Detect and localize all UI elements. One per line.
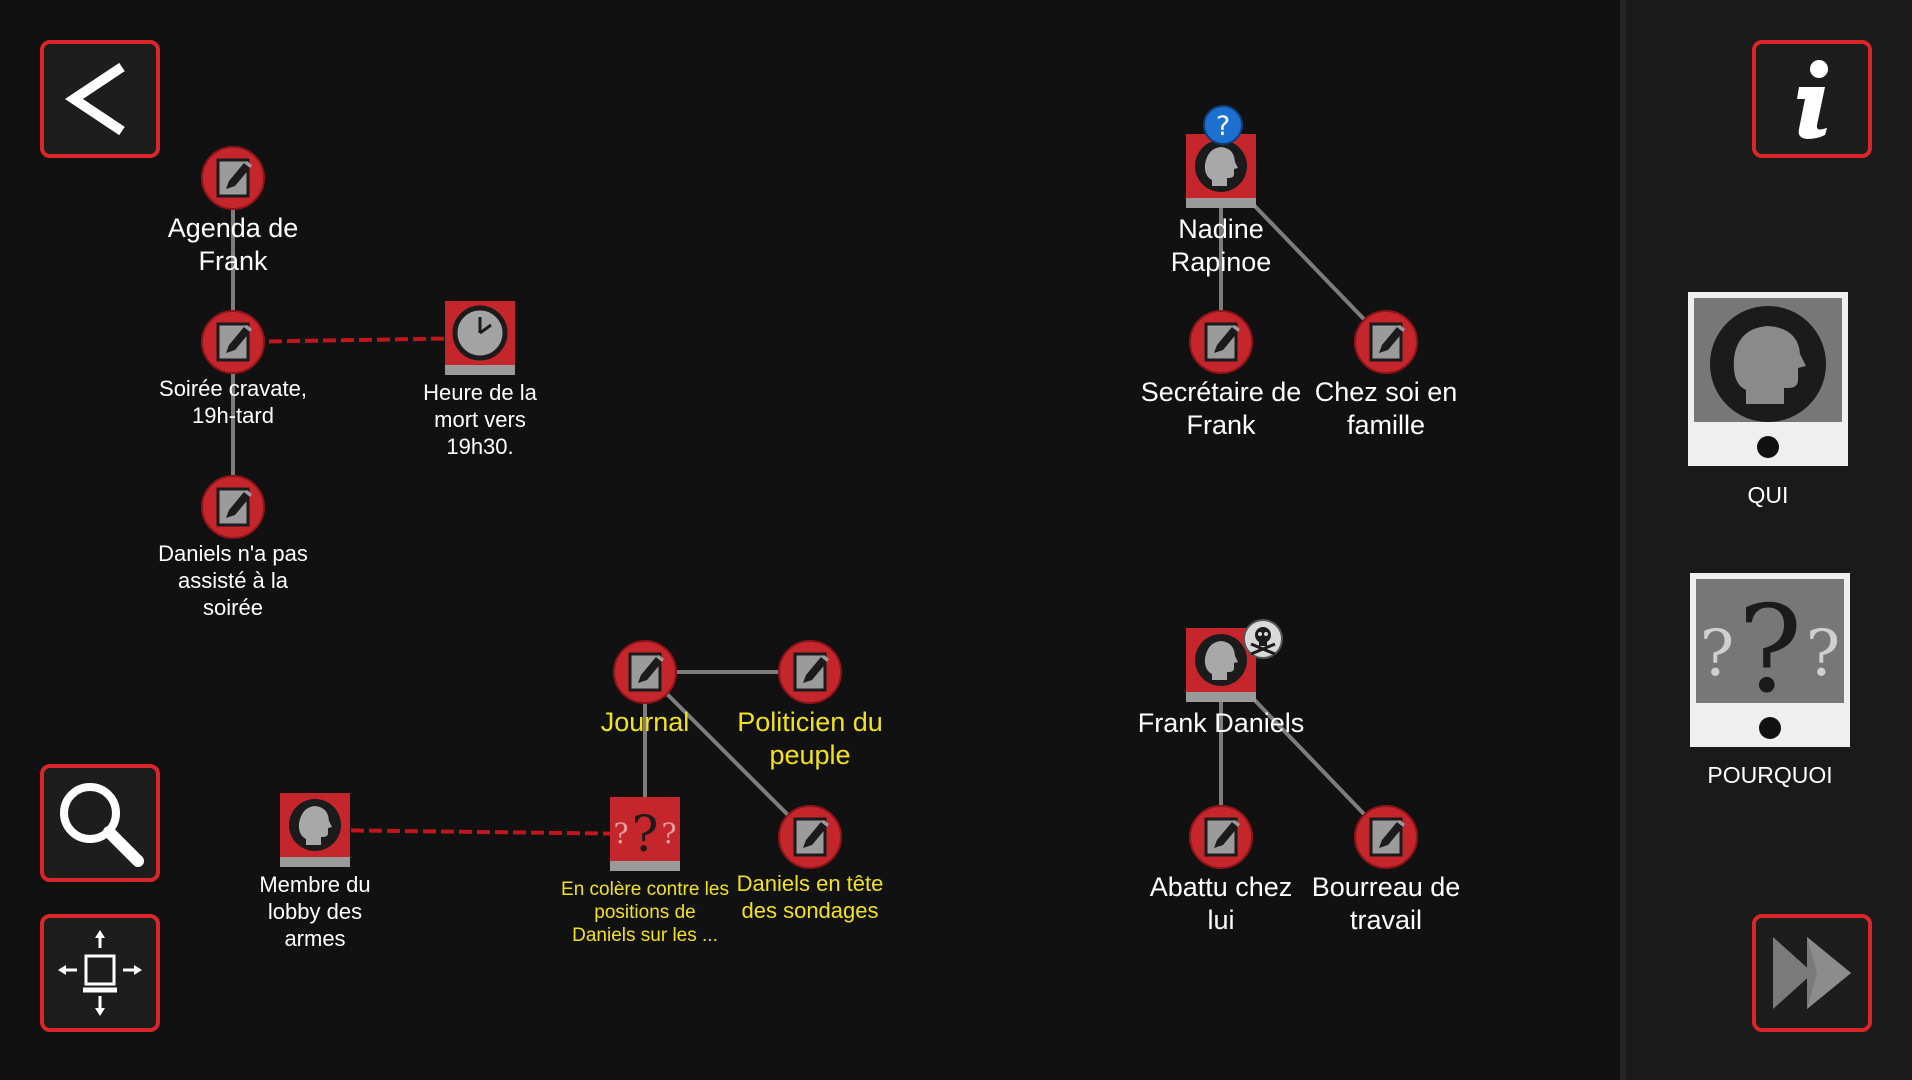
pourquoi-label: POURQUOI — [1707, 762, 1833, 788]
clue-label: Journal — [600, 707, 690, 737]
link-lobby-colere — [314, 828, 646, 836]
svg-text:?: ? — [613, 817, 628, 850]
note-pencil-icon — [201, 475, 265, 539]
magnifier-icon — [60, 783, 144, 867]
note-pencil-icon — [613, 640, 677, 704]
question-marks-icon: ? ? ? — [1696, 579, 1844, 739]
clue-label: Politicien du peuple — [737, 707, 883, 770]
clue-label: En colère contre les positions de Daniel… — [561, 879, 729, 947]
note-pencil-icon — [201, 310, 265, 374]
clue-label: Chez soi en famille — [1314, 377, 1458, 440]
move-arrows-icon — [58, 930, 142, 1016]
skull-badge-icon — [1243, 619, 1283, 659]
clue-label: Frank Daniels — [1137, 708, 1305, 738]
note-pencil-icon — [1189, 805, 1253, 869]
clue-label: Daniels n'a pas assisté à la soirée — [158, 541, 308, 620]
fast-forward-icon — [1773, 937, 1851, 1009]
svg-text:?: ? — [661, 817, 676, 850]
move-view-button[interactable] — [40, 914, 160, 1032]
note-pencil-icon — [778, 805, 842, 869]
note-pencil-icon — [1354, 805, 1418, 869]
chevron-left-icon — [64, 62, 125, 136]
clue-label: Membre du lobby des armes — [259, 872, 371, 951]
svg-text:?: ? — [632, 805, 659, 863]
clue-label: Soirée cravate, 19h-tard — [159, 376, 307, 428]
clue-label: Abattu chez lui — [1149, 872, 1293, 935]
note-pencil-icon — [1189, 310, 1253, 374]
info-button[interactable] — [1752, 40, 1872, 158]
fast-forward-button[interactable] — [1752, 914, 1872, 1032]
person-silhouette-icon — [1694, 298, 1842, 458]
clue-label: Heure de la mort vers 19h30. — [423, 380, 537, 459]
info-icon — [1797, 60, 1828, 139]
clue-label: Secrétaire de Frank — [1140, 377, 1302, 440]
question-badge-icon: ? — [1203, 105, 1243, 145]
svg-text:?: ? — [1738, 581, 1802, 720]
qui-label: QUI — [1747, 482, 1789, 508]
link-journal-sondages — [643, 670, 812, 839]
link-soiree-heure — [232, 336, 481, 344]
deduction-board: Agenda de Frank Soirée cravate, 19h-tard… — [158, 105, 1461, 951]
svg-text:?: ? — [1700, 617, 1734, 691]
clock-icon — [445, 301, 515, 375]
clue-label: Daniels en tête des sondages — [736, 871, 884, 923]
mystery-card-icon: ? ? ? — [610, 797, 680, 871]
svg-text:?: ? — [1216, 111, 1230, 142]
qui-card[interactable] — [1688, 292, 1848, 466]
svg-text:?: ? — [1806, 617, 1840, 691]
note-pencil-icon — [201, 146, 265, 210]
clue-label: Bourreau de travail — [1311, 872, 1461, 935]
pourquoi-card[interactable]: ? ? ? — [1690, 573, 1850, 747]
note-pencil-icon — [778, 640, 842, 704]
clue-label: Agenda de Frank — [167, 213, 299, 276]
search-button[interactable] — [40, 764, 160, 882]
person-portrait-icon — [280, 793, 350, 867]
category-sidebar — [1620, 0, 1912, 1080]
note-pencil-icon — [1354, 310, 1418, 374]
back-button[interactable] — [40, 40, 160, 158]
clue-label: Nadine Rapinoe — [1170, 214, 1272, 277]
